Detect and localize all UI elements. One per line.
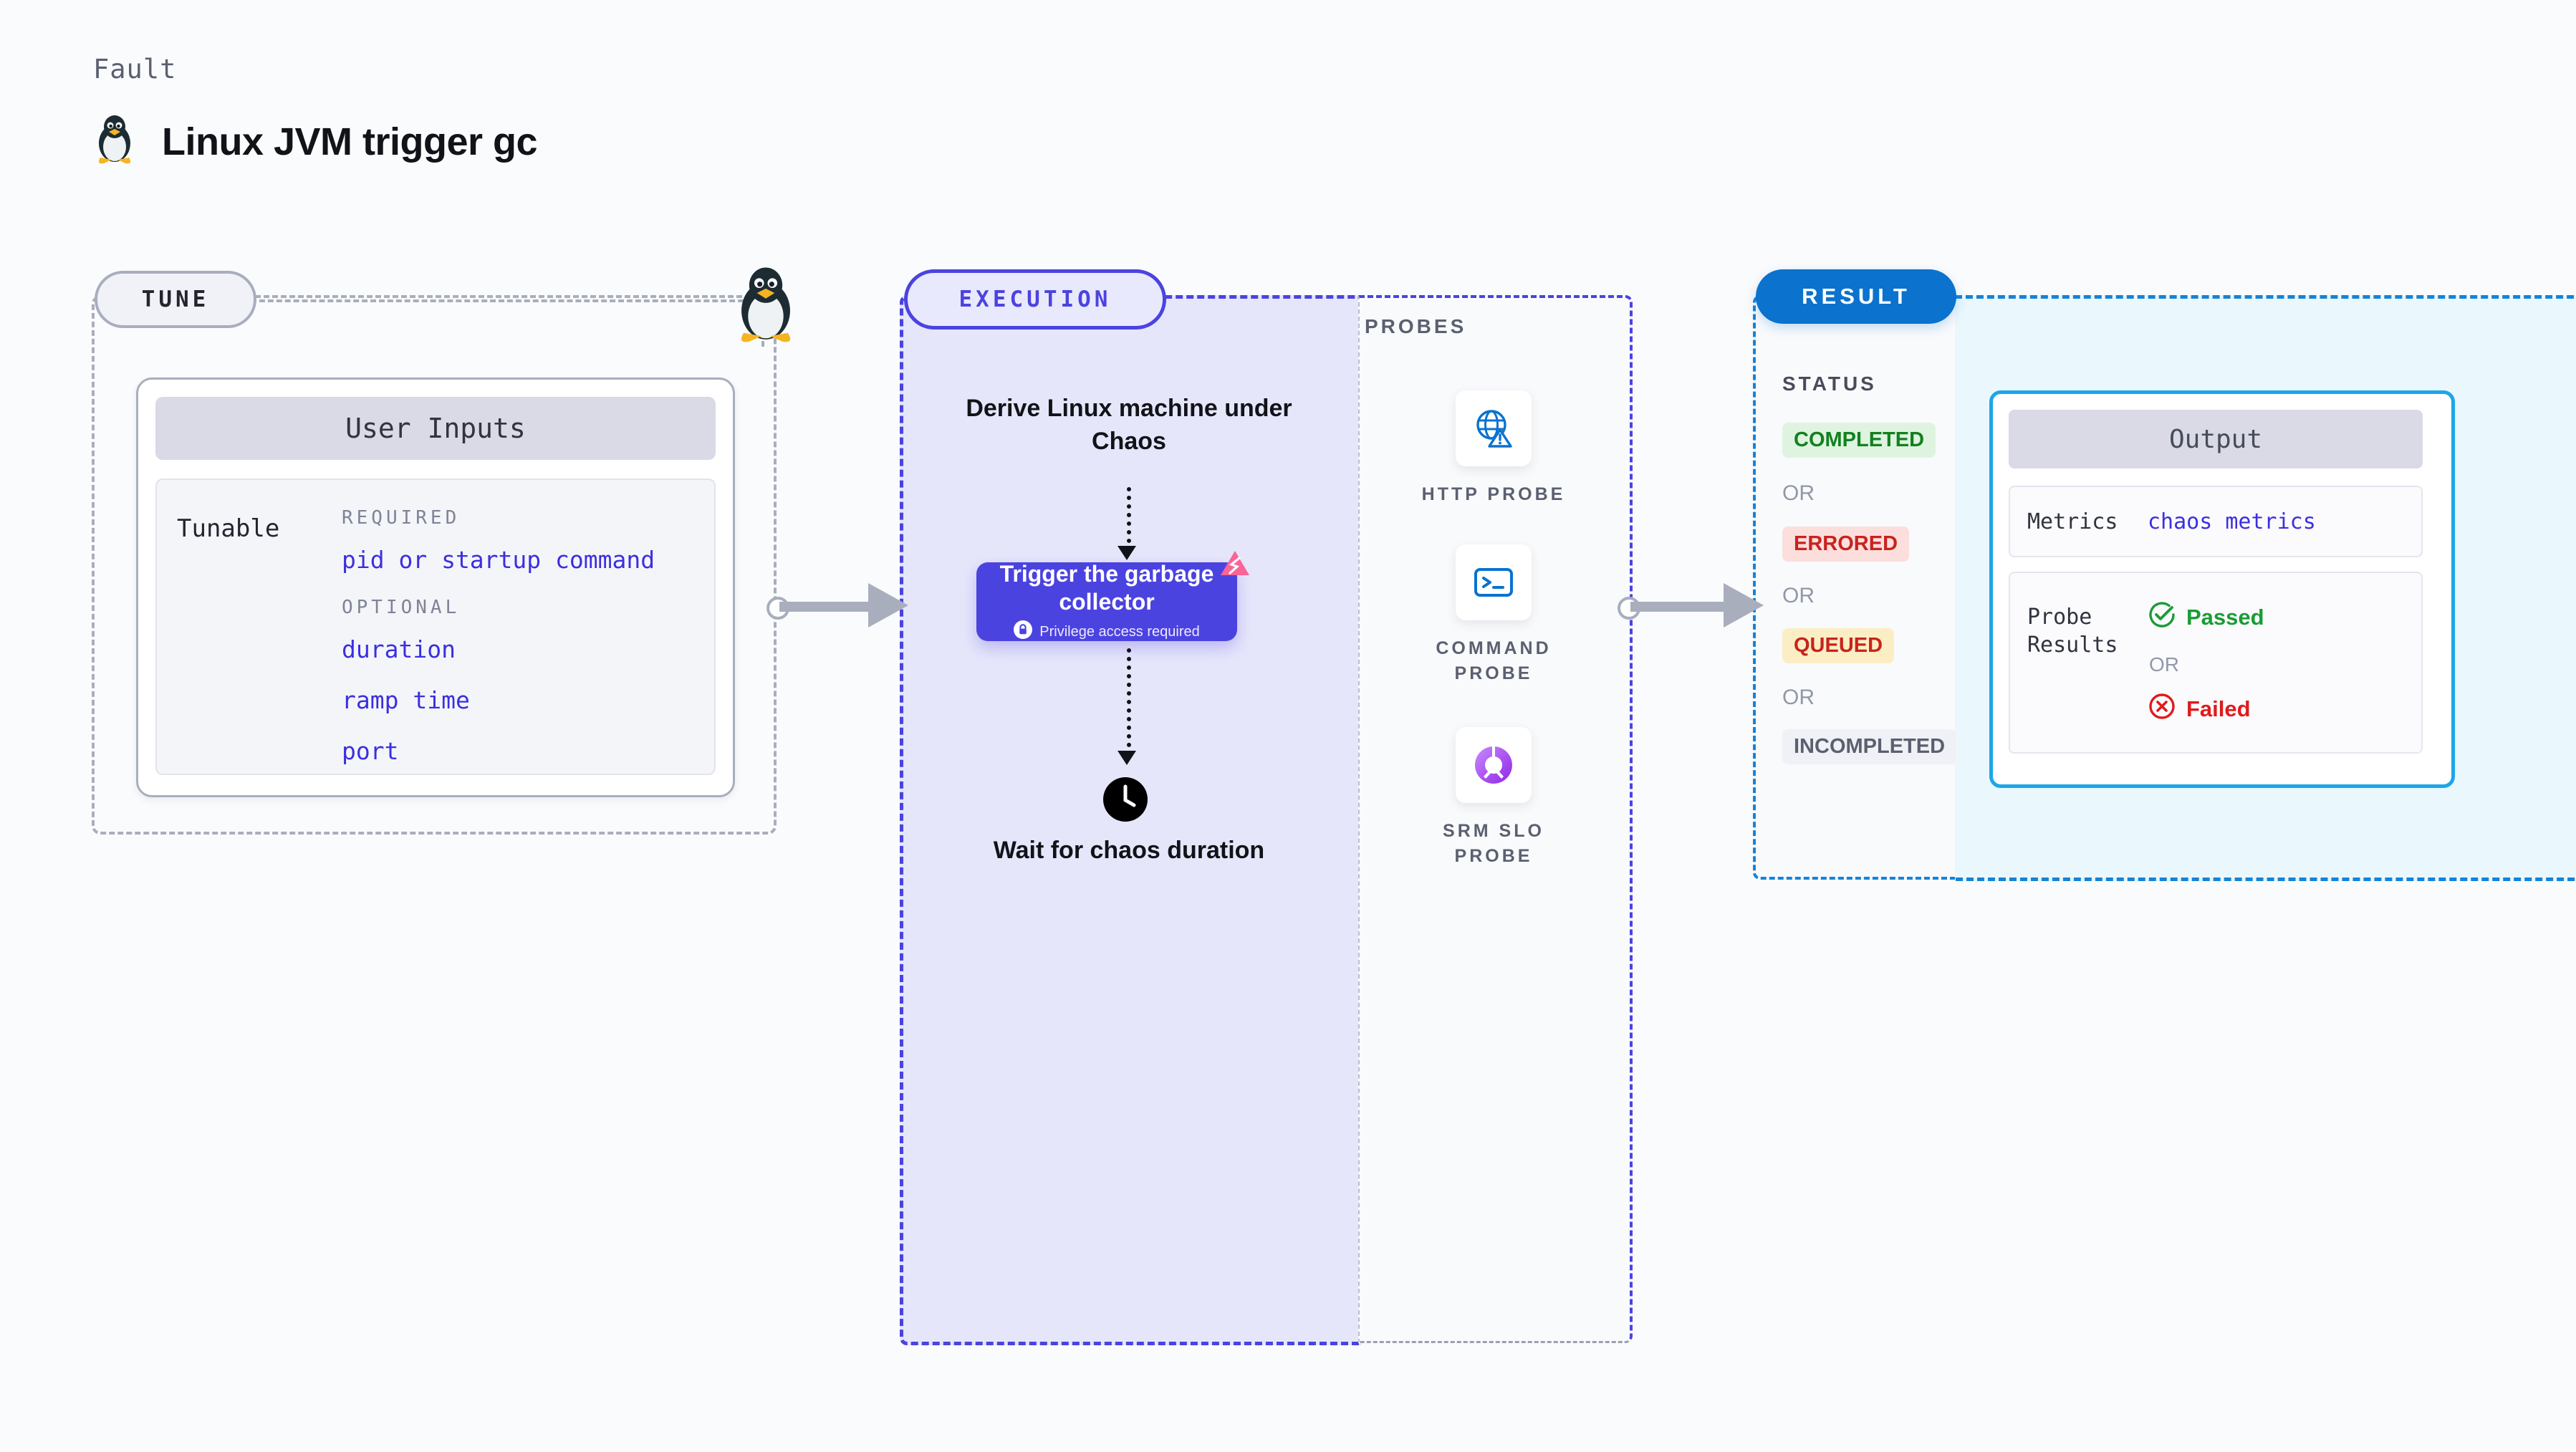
lock-icon: [1014, 620, 1033, 643]
trigger-gc-title: Trigger the garbage collector: [999, 560, 1214, 615]
execution-step-two: Wait for chaos duration: [993, 837, 1265, 864]
chaos-badge-icon: [1218, 548, 1252, 582]
execution-step-one: Derive Linux machine under Chaos: [966, 395, 1292, 455]
x-circle-icon: [2148, 692, 2176, 726]
page-kicker: Fault: [93, 54, 177, 85]
status-badge-completed: COMPLETED: [1782, 423, 1936, 458]
privilege-note-text: Privilege access required: [1039, 623, 1200, 640]
or-separator: OR: [2149, 653, 2179, 675]
probe-caption: HTTP PROBE: [1421, 484, 1566, 504]
user-inputs-header: User Inputs: [155, 397, 716, 460]
probes-section-label: PROBES: [1365, 315, 1467, 337]
tunable-item[interactable]: port: [342, 737, 399, 765]
probe-caption: SRM SLO PROBE: [1443, 821, 1544, 866]
metrics-value[interactable]: chaos metrics: [2148, 509, 2316, 534]
slo-donut-check-icon: [1456, 727, 1532, 803]
probe-item-http[interactable]: HTTP PROBE: [1408, 390, 1580, 507]
status-badge-queued: QUEUED: [1782, 628, 1895, 663]
group-label-optional: OPTIONAL: [342, 597, 461, 618]
tunable-item[interactable]: pid or startup command: [342, 546, 655, 574]
tux-penguin-icon: [93, 115, 136, 168]
check-circle-icon: [2148, 600, 2176, 635]
tunable-label: Tunable: [177, 514, 280, 543]
status-label: STATUS: [1782, 372, 1877, 395]
clock-icon: [1103, 777, 1148, 822]
tunable-item[interactable]: duration: [342, 635, 456, 663]
probes-panel: [1358, 295, 1633, 1343]
flow-arrowhead: [1118, 546, 1136, 560]
or-separator: OR: [1782, 481, 1815, 505]
status-badge-errored: ERRORED: [1782, 527, 1910, 562]
status-badge-incompleted: INCOMPLETED: [1782, 729, 1957, 764]
flow-arrowhead: [1118, 751, 1136, 765]
flow-dotted-line: [1127, 487, 1131, 552]
user-inputs-card: User Inputs Tunable REQUIRED pid or star…: [136, 378, 735, 797]
tunable-section: Tunable REQUIRED pid or startup command …: [155, 479, 716, 775]
output-header: Output: [2009, 410, 2423, 468]
probe-result-failed-label: Failed: [2186, 696, 2251, 721]
probe-result-passed: Passed: [2148, 600, 2264, 635]
right-arrow-connector: [1618, 577, 1768, 633]
right-arrow-connector: [766, 577, 910, 633]
or-separator: OR: [1782, 584, 1815, 607]
page-title: Linux JVM trigger gc: [162, 120, 538, 163]
group-label-required: REQUIRED: [342, 507, 461, 529]
globe-warning-icon: [1456, 390, 1532, 466]
tune-panel: [92, 295, 777, 835]
probe-result-passed-label: Passed: [2186, 605, 2264, 630]
tunable-item[interactable]: ramp time: [342, 686, 470, 714]
tux-penguin-icon: [727, 266, 804, 344]
execution-badge[interactable]: EXECUTION: [904, 269, 1166, 330]
output-metrics-row: Metrics chaos metrics: [2009, 486, 2423, 557]
tune-badge[interactable]: TUNE: [95, 271, 256, 328]
metrics-key: Metrics: [2027, 509, 2118, 534]
probe-item-srm-slo[interactable]: SRM SLO PROBE: [1408, 727, 1580, 869]
output-probe-results-row: Probe Results Passed OR: [2009, 572, 2423, 754]
probe-caption: COMMAND PROBE: [1436, 638, 1552, 683]
probe-result-failed: Failed: [2148, 692, 2264, 726]
page-title-row: Linux JVM trigger gc: [93, 115, 538, 168]
tunable-groups: REQUIRED pid or startup command OPTIONAL…: [342, 507, 655, 774]
privilege-note: Privilege access required: [1014, 620, 1200, 643]
output-card: Output Metrics chaos metrics Probe Resul…: [1989, 390, 2455, 788]
or-separator: OR: [1782, 686, 1815, 709]
tune-dashed-connector: [251, 299, 752, 302]
flow-dotted-line: [1127, 648, 1131, 756]
result-badge[interactable]: RESULT: [1756, 269, 1956, 324]
terminal-icon: [1456, 544, 1532, 620]
trigger-gc-node[interactable]: Trigger the garbage collector Privilege …: [976, 560, 1237, 643]
probe-item-command[interactable]: COMMAND PROBE: [1408, 544, 1580, 686]
probe-results-key: Probe Results: [2027, 605, 2118, 658]
